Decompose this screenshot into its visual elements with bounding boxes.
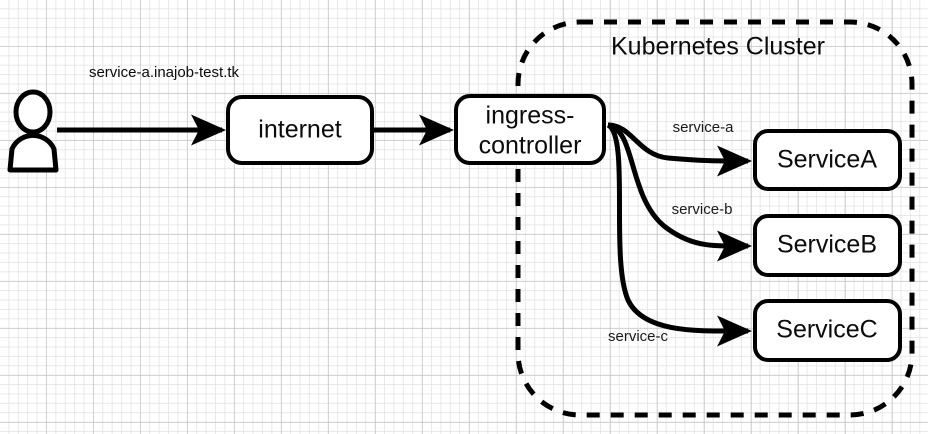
user-actor (7, 89, 59, 173)
edge-ingress-to-service-a (607, 122, 753, 177)
ingress-controller-label-line1: ingress- (486, 102, 575, 130)
edge-ingress-to-service-b (607, 122, 753, 262)
service-b-box[interactable] (753, 214, 902, 277)
service-b-label: ServiceB (777, 231, 877, 259)
service-c-box[interactable] (753, 299, 902, 362)
service-a-box[interactable] (753, 129, 902, 191)
service-a-label: ServiceA (777, 146, 877, 174)
edge-label-service-a: service-a (673, 119, 735, 136)
actor-head-icon (13, 89, 53, 135)
edge-ingress-to-service-c (606, 122, 753, 347)
edge-label-service-b: service-b (672, 201, 733, 218)
actor-body-icon (7, 132, 59, 173)
kubernetes-cluster-boundary (515, 19, 915, 418)
cluster-title: Kubernetes Cluster (611, 33, 825, 61)
node-internet[interactable]: internet (226, 95, 374, 165)
service-c-label: ServiceC (776, 316, 877, 344)
domain-label: service-a.inajob-test.tk (89, 64, 240, 81)
ingress-controller-box[interactable] (454, 94, 606, 165)
edge-label-service-c: service-c (608, 328, 669, 345)
node-ingress-controller[interactable]: ingress- controller (454, 94, 606, 165)
node-service-b[interactable]: ServiceB (753, 214, 902, 277)
internet-label: internet (258, 116, 341, 144)
node-service-c[interactable]: ServiceC (753, 299, 902, 362)
ingress-controller-label-line2: controller (479, 132, 582, 160)
node-service-a[interactable]: ServiceA (753, 129, 902, 191)
